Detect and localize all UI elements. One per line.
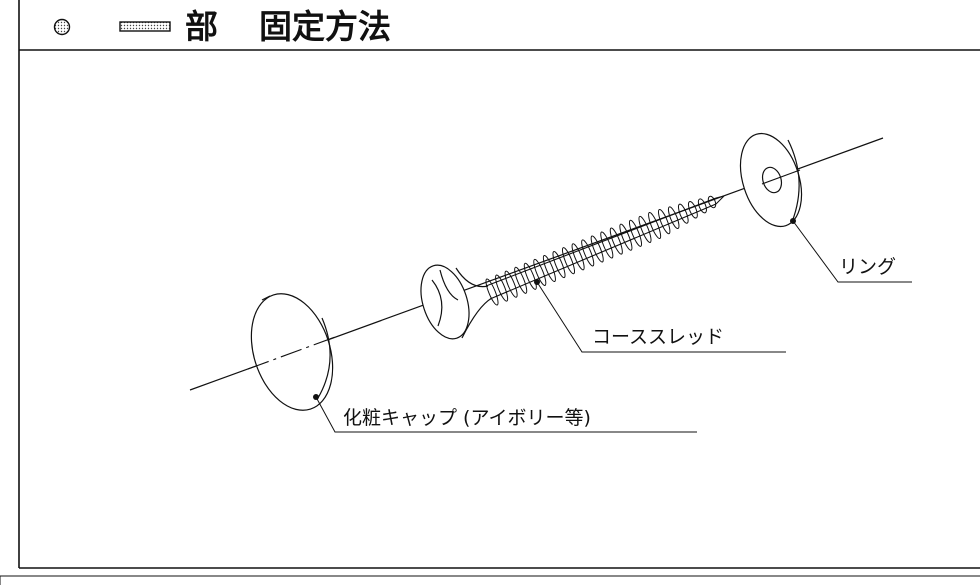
cap-shape	[250, 293, 334, 411]
thread-crest	[697, 198, 707, 214]
thread-crest	[523, 262, 537, 290]
thread-crest	[638, 215, 652, 243]
thread-crest	[628, 219, 643, 247]
thread-crest	[687, 201, 698, 219]
thread-crest	[609, 227, 623, 255]
thread-crest	[581, 239, 595, 267]
thread-crest	[571, 243, 585, 271]
thread-crest	[533, 258, 547, 286]
coarse-thread-label: コーススレッド	[592, 326, 725, 348]
screw-head-shape	[420, 264, 493, 340]
hatched-bar-icon	[119, 21, 171, 32]
thread-crest	[542, 254, 556, 283]
thread-crest	[600, 231, 614, 259]
thread-crest	[514, 266, 528, 294]
page-title: 固定方法	[259, 7, 391, 46]
thread-crest	[485, 278, 499, 306]
thread-crest	[590, 235, 604, 263]
thread-crest	[667, 206, 680, 230]
hatched-circle-icon	[53, 18, 71, 36]
cap-label: 化粧キャップ (アイボリー等)	[343, 407, 591, 429]
thread-crest	[619, 223, 633, 251]
thread-crest	[561, 247, 576, 275]
ring-shape	[739, 132, 803, 228]
part-label: 部	[185, 7, 218, 46]
thread-crest	[552, 251, 566, 279]
leader-lines	[315, 220, 912, 433]
thread-crest	[677, 203, 689, 224]
thread-crest	[495, 274, 509, 302]
thread-crest	[648, 211, 662, 240]
screw-shank	[485, 195, 725, 300]
screw-threads	[485, 195, 717, 306]
thread-crest	[657, 208, 671, 235]
thread-crest	[707, 195, 717, 209]
ring-label: リング	[839, 256, 897, 278]
thread-crest	[504, 270, 518, 298]
